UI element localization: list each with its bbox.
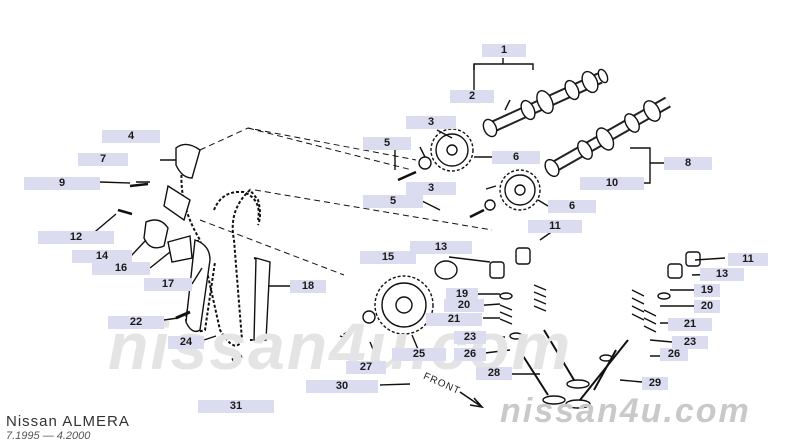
callout-part-15[interactable]: 15 (360, 251, 416, 264)
callout-part-20-right[interactable]: 20 (694, 300, 720, 313)
camshaft-lower (544, 96, 671, 178)
callout-part-24[interactable]: 24 (168, 336, 204, 349)
callout-part-5[interactable]: 5 (363, 137, 411, 150)
callout-part-4[interactable]: 4 (102, 130, 160, 143)
callout-part-13-right[interactable]: 13 (700, 268, 744, 281)
callout-part-7[interactable]: 7 (78, 153, 128, 166)
callout-part-21-right[interactable]: 21 (668, 318, 712, 331)
callout-part-31[interactable]: 31 (198, 400, 274, 413)
callout-part-12[interactable]: 12 (38, 231, 114, 244)
sprocket-upper (430, 128, 474, 172)
callout-part-28[interactable]: 28 (476, 367, 512, 380)
callout-part-19-right[interactable]: 19 (694, 284, 720, 297)
callout-part-11[interactable]: 11 (528, 220, 582, 233)
callout-part-19[interactable]: 19 (446, 288, 478, 301)
callout-part-30[interactable]: 30 (306, 380, 378, 393)
callout-part-11-right[interactable]: 11 (728, 253, 768, 266)
callout-part-21[interactable]: 21 (426, 313, 482, 326)
callout-part-27[interactable]: 27 (346, 361, 386, 374)
callout-part-3[interactable]: 3 (406, 116, 456, 129)
callout-part-6-lower[interactable]: 6 (548, 200, 596, 213)
production-years-label: 7.1995 — 4.2000 (6, 430, 91, 442)
callout-part-1[interactable]: 1 (482, 44, 526, 57)
sprocket-lower (499, 169, 541, 211)
callout-part-14[interactable]: 14 (72, 250, 132, 263)
callout-part-26-right[interactable]: 26 (660, 348, 688, 361)
camshaft-upper (482, 68, 609, 138)
callout-part-6[interactable]: 6 (492, 151, 540, 164)
callout-part-23[interactable]: 23 (454, 331, 486, 344)
callout-part-20[interactable]: 20 (444, 299, 484, 312)
vehicle-model-label: Nissan ALMERA (6, 413, 130, 430)
callout-part-23-right[interactable]: 23 (672, 336, 708, 349)
callout-part-10[interactable]: 10 (580, 177, 644, 190)
valve-set-left (489, 247, 590, 405)
valve-set-right (565, 251, 701, 409)
callout-part-26[interactable]: 26 (454, 348, 486, 361)
callout-part-3-lower[interactable]: 3 (406, 182, 456, 195)
callout-part-2[interactable]: 2 (450, 90, 494, 103)
callout-part-5-lower[interactable]: 5 (363, 195, 423, 208)
callout-part-9[interactable]: 9 (24, 177, 100, 190)
callout-part-18[interactable]: 18 (290, 280, 326, 293)
idler-sprocket (343, 260, 458, 337)
callout-part-16[interactable]: 16 (92, 262, 150, 275)
callout-part-22[interactable]: 22 (108, 316, 164, 329)
callout-part-17[interactable]: 17 (144, 278, 192, 291)
callout-part-13[interactable]: 13 (410, 241, 472, 254)
callout-part-25[interactable]: 25 (392, 348, 446, 361)
callout-part-8[interactable]: 8 (664, 157, 712, 170)
callout-part-29[interactable]: 29 (642, 377, 668, 390)
